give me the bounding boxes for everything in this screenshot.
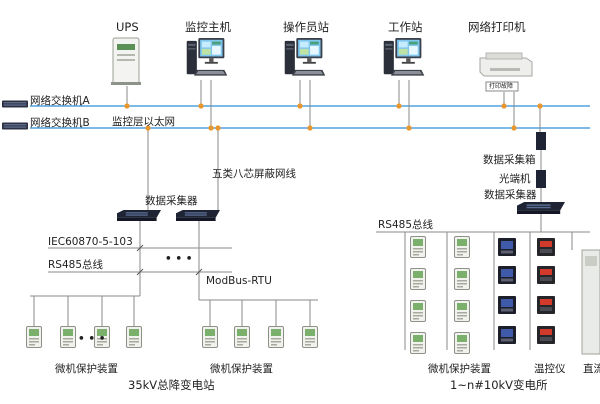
bus-tick-marks [136,244,203,276]
ups-label: UPS [116,20,139,34]
network-printer-label: 网络打印机 [468,20,526,34]
left-substation-title: 35kV总降变电站 [128,378,215,392]
iec-protocol-label: IEC60870-5-103 [48,236,133,248]
right-meters [498,238,516,344]
left-ellipsis-devices: • • • [78,333,106,345]
monitor-host-computer [186,38,228,76]
workstation-label: 工作站 [388,20,423,34]
left-protection-label-a: 微机保护装置 [55,363,118,375]
modbus-label: ModBus-RTU [206,275,272,287]
right-bus-lines [376,214,590,350]
device-drops [126,80,541,210]
operator-station-computer [284,38,326,76]
left-rs485-label: RS485总线 [48,259,104,271]
switch-b-label: 网络交换机B [30,117,90,129]
printer-sticker-label: 打印故障 [489,83,514,90]
right-collector-device [517,202,565,214]
switch-b-device [2,122,28,130]
right-substation-title: 1~n#10kV变电所 [450,378,548,392]
left-relays [26,326,318,348]
ethernet-label: 监控层以太网 [112,116,175,128]
left-collector-device-1 [117,210,161,221]
cable-label: 五类八芯屏蔽网线 [212,168,296,180]
right-protection-label: 微机保护装置 [428,363,491,375]
operator-station-label: 操作员站 [283,20,329,34]
switch-a-device [2,100,28,108]
right-collector-label: 数据采集器 [484,189,537,201]
dc-cabinet [581,249,600,355]
left-ellipsis-mid: • • • [165,253,193,265]
temp-controllers [537,238,555,344]
left-collector-label: 数据采集器 [145,195,198,207]
temp-ctrl-label: 温控仪 [534,363,566,375]
dc-label: 直流 [583,363,600,375]
junction-nodes [124,103,543,131]
collection-box-label: 数据采集箱 [483,154,536,166]
ups-unit [111,37,141,85]
left-protection-label-b: 微机保护装置 [210,363,273,375]
switch-a-label: 网络交换机A [30,95,90,107]
optical-label: 光端机 [499,173,531,185]
data-collection-box [536,132,546,203]
left-collector-device-2 [176,210,220,221]
monitor-host-label: 监控主机 [185,20,231,34]
right-relays [410,236,470,354]
workstation-computer [383,38,425,76]
printer-icon [479,52,533,92]
right-rs485-label: RS485总线 [378,219,434,231]
